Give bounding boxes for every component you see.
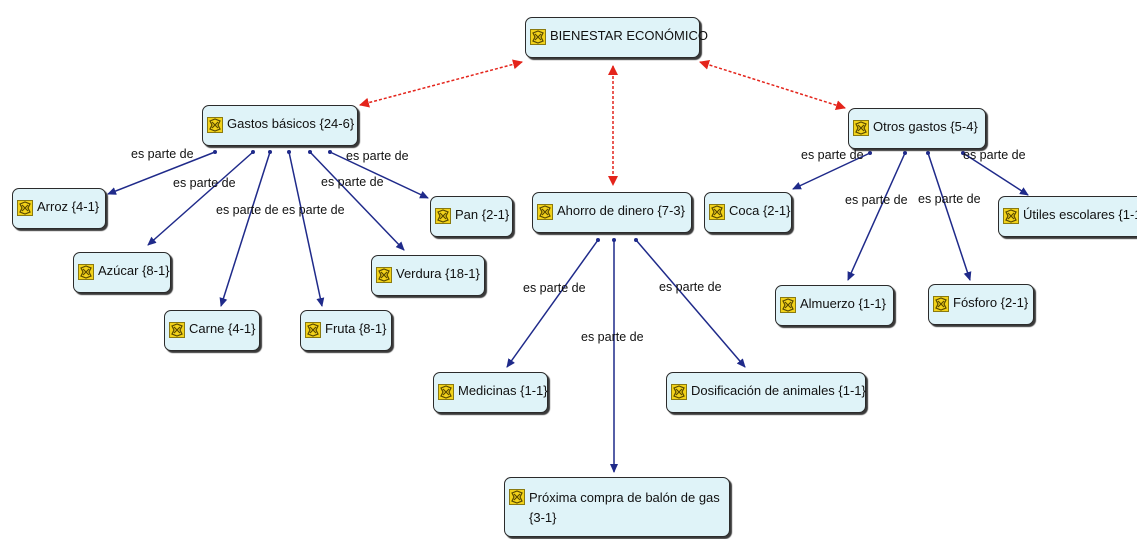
node-label: BIENESTAR ECONÓMICO (550, 28, 708, 43)
node-label: Arroz {4-1} (37, 199, 100, 214)
node-label: Pan {2-1} (455, 207, 510, 222)
edge-label: es parte de (845, 193, 908, 207)
code-node-icon (530, 29, 546, 45)
node-fruta[interactable]: Fruta {8-1} (300, 310, 392, 351)
edge-root-gastos (359, 59, 523, 108)
node-gastos-basicos[interactable]: Gastos básicos {24-6} (202, 105, 358, 146)
edge-label: es parte de (659, 280, 722, 294)
edge-label: es parte de (346, 149, 409, 163)
node-label: Próxima compra de balón de gas {3-1} (529, 490, 720, 525)
node-coca[interactable]: Coca {2-1} (704, 192, 792, 233)
node-label: Medicinas {1-1} (458, 383, 548, 398)
edge-label: es parte de (523, 281, 586, 295)
node-almuerzo[interactable]: Almuerzo {1-1} (775, 285, 894, 326)
node-carne[interactable]: Carne {4-1} (164, 310, 260, 351)
code-node-icon (1003, 208, 1019, 224)
node-label: Dosificación de animales {1-1} (691, 383, 866, 398)
node-ahorro-de-dinero[interactable]: Ahorro de dinero {7-3} (532, 192, 692, 233)
node-label: Útiles escolares {1-1 (1023, 207, 1137, 222)
code-node-icon (537, 204, 553, 220)
edge-gastos-pan (329, 151, 429, 199)
node-label: Gastos básicos {24-6} (227, 116, 355, 131)
code-node-icon (169, 322, 185, 338)
edge-otros-almuerzo (847, 152, 906, 281)
edge-label: es parte de (173, 176, 236, 190)
node-arroz[interactable]: Arroz {4-1} (12, 188, 106, 229)
edge-label: es parte de (581, 330, 644, 344)
edge-label: es parte de (918, 192, 981, 206)
node-label: Carne {4-1} (189, 321, 256, 336)
edge-gastos-azucar (147, 151, 254, 246)
edge-label: es parte de (321, 175, 384, 189)
code-node-icon (435, 208, 451, 224)
code-node-icon (933, 296, 949, 312)
code-node-icon (376, 267, 392, 283)
node-label: Almuerzo {1-1} (800, 296, 886, 311)
code-node-icon (709, 204, 725, 220)
edge-otros-utiles (962, 152, 1029, 196)
node-label: Fruta {8-1} (325, 321, 387, 336)
edge-ahorro-medicinas (506, 239, 599, 368)
node-fosforo[interactable]: Fósforo {2-1} (928, 284, 1034, 325)
edge-label: es parte de (216, 203, 279, 217)
code-node-icon (17, 200, 33, 216)
node-utiles-escolares[interactable]: Útiles escolares {1-1 (998, 196, 1137, 237)
node-bienestar-economico[interactable]: BIENESTAR ECONÓMICO (525, 17, 708, 58)
edge-gastos-fruta (288, 151, 325, 307)
node-pan[interactable]: Pan {2-1} (430, 196, 513, 237)
edge-ahorro-dosificacion (635, 239, 746, 368)
code-node-icon (305, 322, 321, 338)
edge-gastos-arroz (107, 151, 216, 195)
node-label: Fósforo {2-1} (953, 295, 1029, 310)
edge-label: es parte de (963, 148, 1026, 162)
node-label: Ahorro de dinero {7-3} (557, 203, 685, 218)
code-node-icon (780, 297, 796, 313)
edge-otros-coca (792, 152, 871, 190)
edge-label: es parte de (282, 203, 345, 217)
node-label: Verdura {18-1} (396, 266, 480, 281)
node-verdura[interactable]: Verdura {18-1} (371, 255, 485, 296)
node-azucar[interactable]: Azúcar {8-1} (73, 252, 171, 293)
edge-root-otros (699, 59, 846, 111)
edge-gastos-carne (219, 151, 271, 307)
node-proxima-compra-balon-gas[interactable]: Próxima compra de balón de gas {3-1} (504, 477, 730, 537)
code-node-icon (853, 120, 869, 136)
code-node-icon (207, 117, 223, 133)
node-label: Azúcar {8-1} (98, 263, 170, 278)
edge-gastos-verdura (309, 151, 405, 251)
edge-label: es parte de (131, 147, 194, 161)
code-node-icon (78, 264, 94, 280)
node-label: Coca {2-1} (729, 203, 791, 218)
code-node-icon (509, 489, 525, 505)
code-node-icon (438, 384, 454, 400)
code-node-icon (671, 384, 687, 400)
node-otros-gastos[interactable]: Otros gastos {5-4} (848, 108, 986, 149)
edge-otros-fosforo (927, 152, 972, 281)
node-medicinas[interactable]: Medicinas {1-1} (433, 372, 548, 413)
node-label: Otros gastos {5-4} (873, 119, 978, 134)
node-dosificacion-de-animales[interactable]: Dosificación de animales {1-1} (666, 372, 866, 413)
edge-label: es parte de (801, 148, 864, 162)
